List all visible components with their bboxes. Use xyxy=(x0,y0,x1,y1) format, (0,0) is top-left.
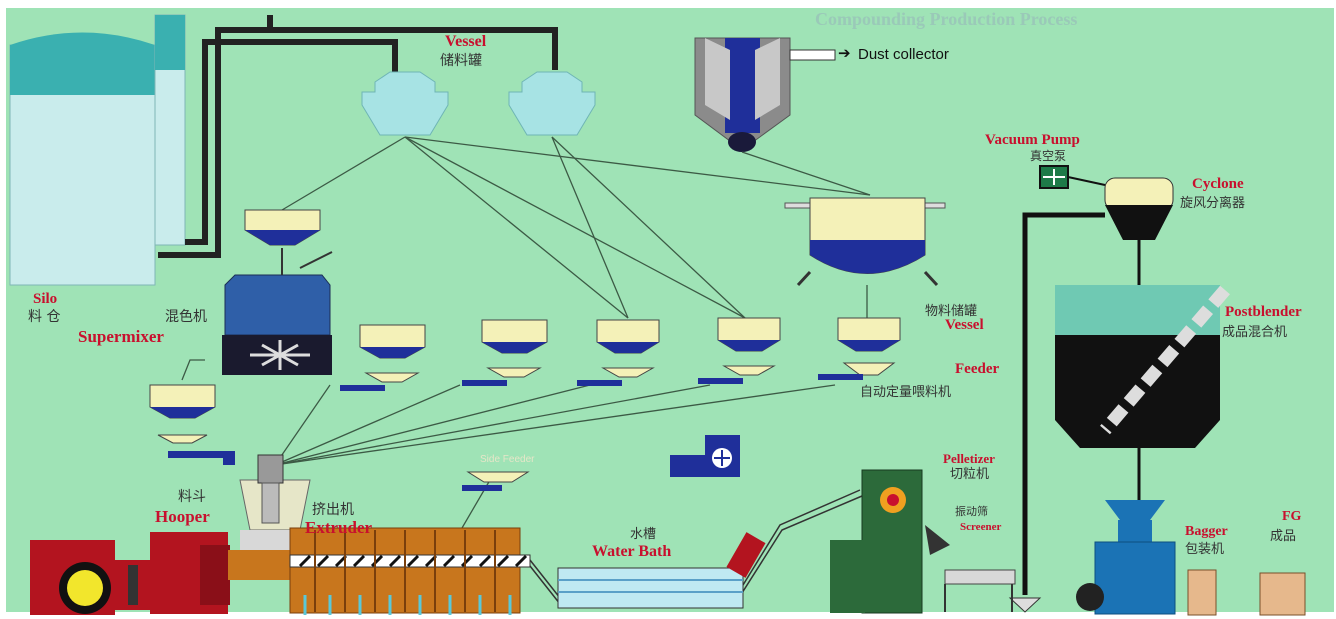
vacuum-pump-label: Vacuum Pump xyxy=(985,132,1080,148)
screener-label: Screener xyxy=(960,521,1002,533)
extruder-barrel xyxy=(228,527,531,615)
feeder-units xyxy=(149,317,901,465)
silo-label-zh: 料 仓 xyxy=(28,309,61,325)
mid-vessel-label: Vessel xyxy=(945,317,984,333)
screener xyxy=(944,569,1016,612)
silo-label: Silo xyxy=(33,291,58,307)
dust-collector-label: Dust collector xyxy=(858,46,949,63)
postblender xyxy=(1055,285,1230,500)
supermixer-label: Supermixer xyxy=(78,327,164,346)
mid-vessel-label-zh: 物料储罐 xyxy=(925,304,978,319)
water-bath-label-zh: 水槽 xyxy=(630,527,657,542)
fg-label-zh: 成品 xyxy=(1270,529,1297,544)
vessel-top-label-zh: 储料罐 xyxy=(440,53,482,69)
conveying-pipe xyxy=(1022,212,1105,595)
hopper xyxy=(239,454,311,550)
feeder-label-zh: 自动定量喂料机 xyxy=(860,385,952,400)
bagger-label-zh: 包装机 xyxy=(1185,542,1225,557)
extruder-motor xyxy=(30,532,230,615)
vacuum-pump-label-zh: 真空泵 xyxy=(1030,149,1067,163)
cyclone-label-zh: 旋风分离器 xyxy=(1180,196,1246,211)
distribution-lines xyxy=(181,136,871,541)
water-bath-label: Water Bath xyxy=(592,543,672,560)
postblender-label: Postblender xyxy=(1225,304,1302,320)
feeder-label: Feeder xyxy=(955,361,1000,377)
pelletizer-label: Pelletizer xyxy=(943,451,995,466)
fg-label: FG xyxy=(1282,509,1302,524)
product-bag-1 xyxy=(1187,569,1217,616)
product-bag-2 xyxy=(1259,572,1306,616)
pelletizer xyxy=(830,469,950,614)
extruder-label: Extruder xyxy=(305,518,373,537)
screener-label-zh: 振动筛 xyxy=(955,505,988,518)
hooper-label: Hooper xyxy=(155,507,210,526)
vessel-tank-2 xyxy=(508,71,596,136)
vessel-top-label: Vessel xyxy=(445,33,487,50)
vacuum-line xyxy=(741,151,871,196)
mid-vessel xyxy=(784,197,946,318)
postblender-label-zh: 成品混合机 xyxy=(1222,325,1288,340)
bagger-label: Bagger xyxy=(1185,524,1228,539)
vacuum-pump-icon xyxy=(1039,165,1106,189)
dust-collector xyxy=(694,37,836,152)
supermixer-label-zh: 混色机 xyxy=(165,309,207,325)
extruder-label-zh: 挤出机 xyxy=(312,502,354,518)
vessel-tank-1 xyxy=(361,71,449,136)
side-feeder xyxy=(462,435,740,491)
cyclone xyxy=(1104,177,1174,285)
silo xyxy=(9,14,186,286)
cyclone-label: Cyclone xyxy=(1192,176,1244,192)
supermixer xyxy=(222,209,333,375)
dust-collector-arrow-icon: ➔ xyxy=(838,45,851,62)
hooper-label-zh: 料斗 xyxy=(178,489,206,505)
pneumatic-pipes xyxy=(158,15,558,258)
diagram-title: Compounding Production Process xyxy=(815,9,1078,29)
pelletizer-label-zh: 切粒机 xyxy=(950,467,990,482)
side-feeder-label: Side Feeder xyxy=(480,454,535,465)
water-bath xyxy=(557,532,766,609)
bagger-machine xyxy=(1076,500,1176,615)
screener-hopper xyxy=(1008,597,1042,613)
